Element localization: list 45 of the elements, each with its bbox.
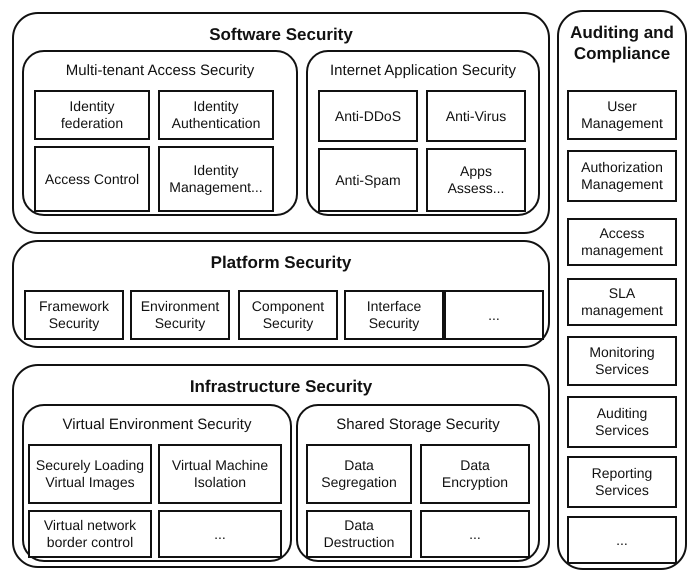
component-card: Virtual network border control bbox=[28, 510, 152, 558]
component-card: ... bbox=[158, 510, 282, 558]
group-panel bbox=[306, 50, 540, 216]
component-card: SLA management bbox=[567, 278, 677, 326]
component-card: Data Destruction bbox=[306, 510, 412, 558]
component-card: Framework Security bbox=[24, 290, 124, 340]
group-title: Platform Security bbox=[210, 252, 352, 273]
component-card: Interface Security bbox=[344, 290, 444, 340]
component-card: Data Segregation bbox=[306, 444, 412, 504]
group-panel bbox=[22, 50, 298, 216]
component-card: ... bbox=[444, 290, 544, 340]
group-panel bbox=[296, 404, 540, 562]
layer-panel bbox=[557, 10, 687, 570]
component-card: ... bbox=[420, 510, 530, 558]
component-card: Securely Loading Virtual Images bbox=[28, 444, 152, 504]
component-card: Anti-Spam bbox=[318, 148, 418, 212]
group-title: Shared Storage Security bbox=[335, 416, 501, 434]
group-title: Internet Application Security bbox=[329, 62, 517, 80]
component-card: User Management bbox=[567, 90, 677, 140]
component-card: Authorization Management bbox=[567, 150, 677, 202]
component-card: Data Encryption bbox=[420, 444, 530, 504]
group-title: Virtual Environment Security bbox=[62, 416, 252, 434]
component-card: Environment Security bbox=[130, 290, 230, 340]
component-card: Apps Assess... bbox=[426, 148, 526, 212]
component-card: Reporting Services bbox=[567, 456, 677, 508]
component-card: Identity Management... bbox=[158, 146, 274, 212]
group-title: Infrastructure Security bbox=[188, 376, 374, 397]
component-card: Auditing Services bbox=[567, 396, 677, 448]
component-card: Identity federation bbox=[34, 90, 150, 140]
component-card: Access Control bbox=[34, 146, 150, 212]
component-card: ... bbox=[567, 516, 677, 564]
layer-panel bbox=[12, 364, 550, 568]
component-card: Anti-Virus bbox=[426, 90, 526, 142]
component-card: Virtual Machine Isolation bbox=[158, 444, 282, 504]
group-title: Software Security bbox=[208, 24, 354, 45]
group-panel bbox=[22, 404, 292, 562]
component-card: Access management bbox=[567, 218, 677, 266]
component-card: Anti-DDoS bbox=[318, 90, 418, 142]
group-title: Auditing and Compliance bbox=[569, 22, 675, 64]
group-title: Multi-tenant Access Security bbox=[64, 62, 256, 80]
layer-panel bbox=[12, 12, 550, 234]
component-card: Identity Authentication bbox=[158, 90, 274, 140]
layer-panel bbox=[12, 240, 550, 348]
component-card: Monitoring Services bbox=[567, 336, 677, 386]
component-card: Component Security bbox=[238, 290, 338, 340]
